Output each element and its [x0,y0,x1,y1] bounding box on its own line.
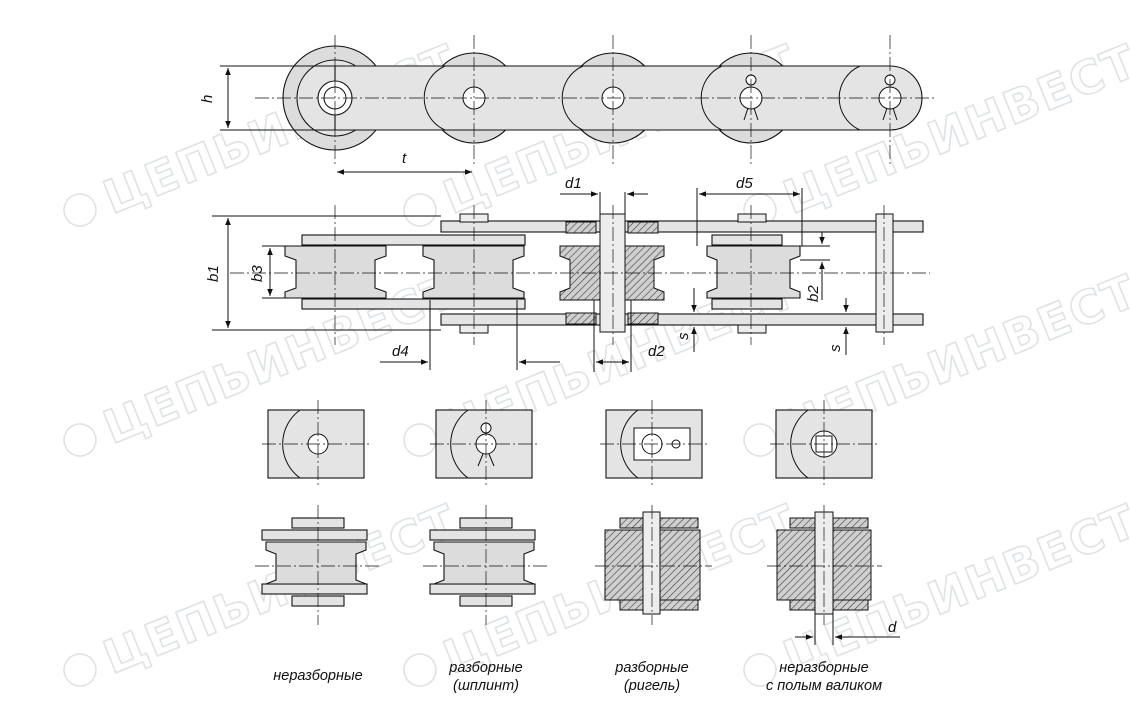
dim-t-label: t [402,150,407,167]
variant-caption: неразборные [779,660,868,676]
roller [422,245,525,299]
variant-caption: неразборные [273,668,362,684]
dim-h-label: h [199,95,216,103]
dim-s-label-left: s [675,332,692,340]
variant-caption-sub: (шплинт) [453,678,519,694]
dim-d2-label: d2 [648,343,665,360]
variant-caption-sub: (ригель) [624,678,680,694]
roller [284,245,387,299]
variant-caption: разборные [448,660,522,676]
side-view [220,35,935,175]
link-plate-strip [334,65,923,131]
front-view [212,188,930,372]
variant-separable-bolt [595,400,712,625]
dim-d1-label: d1 [565,175,582,192]
variant-hollow-pin [767,400,900,645]
dim-b2-label: b2 [805,285,822,302]
dim-d5-label: d5 [736,175,753,192]
sectioned-roller [559,213,665,333]
variant-separable-cotter [423,400,548,625]
roller [706,245,801,299]
variant-non-separable [255,400,380,625]
dim-b1-label: b1 [205,265,222,282]
variant-caption-sub: с полым валиком [766,678,882,694]
outer-plate-top [440,220,924,233]
dim-d4-label: d4 [392,343,409,360]
dim-d-label: d [888,619,897,636]
variant-caption: разборные [614,660,688,676]
dim-s-label-right: s [827,344,844,352]
outer-plate-bottom [440,313,924,326]
dim-b3-label: b3 [249,265,266,282]
